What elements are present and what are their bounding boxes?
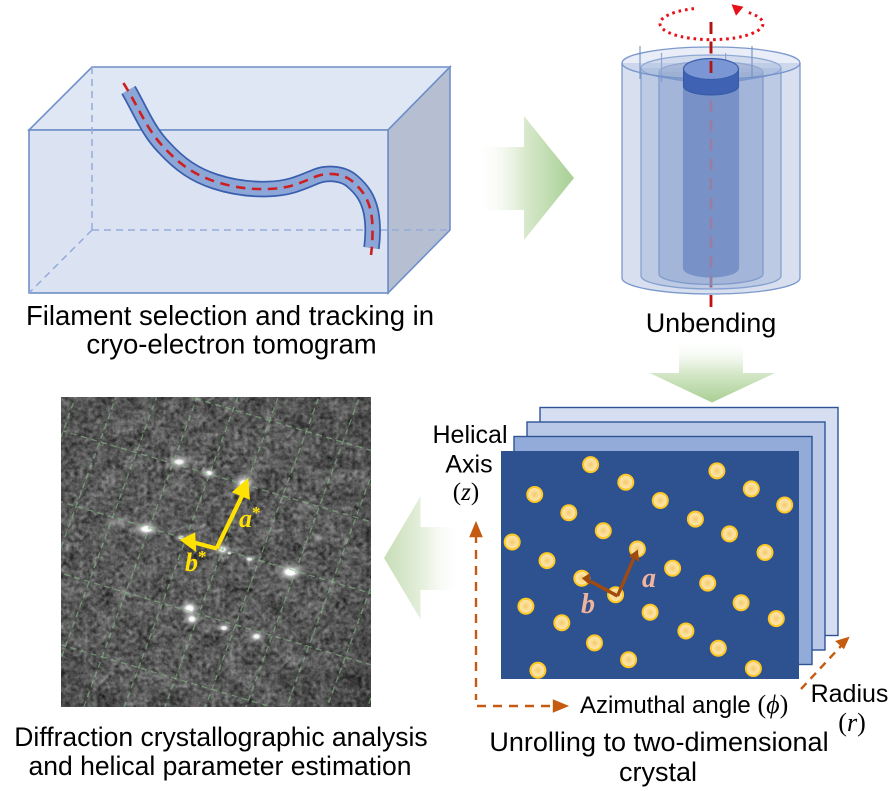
svg-text:Unrolling to two-dimensional: Unrolling to two-dimensional	[489, 727, 828, 757]
svg-text:b: b	[581, 589, 595, 620]
svg-text:Azimuthal angle (ϕ): Azimuthal angle (ϕ)	[580, 690, 788, 719]
svg-text:Diffraction crystallographic a: Diffraction crystallographic analysis	[14, 722, 427, 752]
svg-text:(z): (z)	[453, 479, 479, 506]
svg-text:Axis: Axis	[445, 451, 492, 479]
svg-text:Filament selection and trackin: Filament selection and tracking in	[26, 300, 434, 331]
svg-text:Radius: Radius	[811, 680, 889, 708]
svg-text:a: a	[642, 563, 656, 594]
svg-text:cryo-electron tomogram: cryo-electron tomogram	[86, 329, 376, 360]
svg-text:(r): (r)	[838, 708, 865, 737]
svg-text:Unbending: Unbending	[646, 308, 777, 338]
svg-text:and helical parameter estimati: and helical parameter estimation	[29, 751, 412, 781]
svg-text:crystal: crystal	[619, 757, 697, 787]
svg-text:Helical: Helical	[432, 421, 507, 449]
